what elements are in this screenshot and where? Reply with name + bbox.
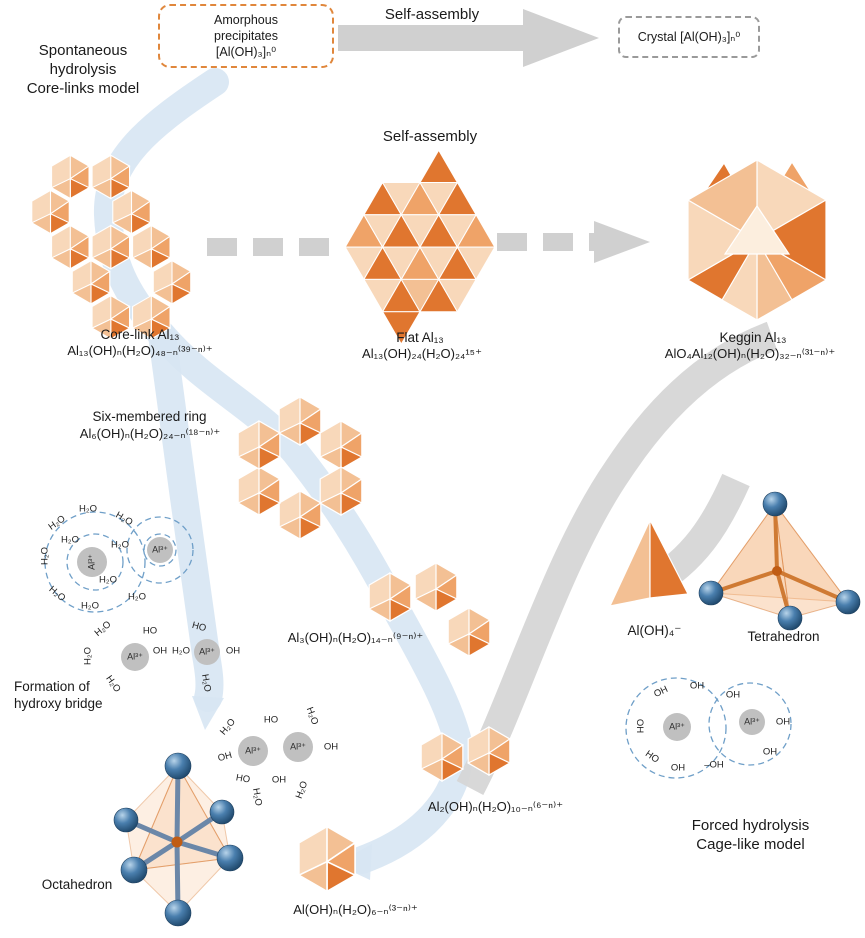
al-ion-label: Al³⁺ bbox=[744, 716, 760, 727]
keggin-al13-cluster bbox=[686, 158, 828, 322]
spontaneous-model-label: Spontaneous hydrolysis Core-links model bbox=[26, 42, 140, 97]
flat-al13-formula: Al₁₃(OH)₂₄(H₂O)₂₄¹⁵⁺ bbox=[362, 346, 482, 361]
h2o-label: H₂O bbox=[61, 534, 79, 546]
h2o-label: H₂O bbox=[99, 574, 117, 586]
h2o-label: H₂O bbox=[111, 539, 129, 551]
h2o-label: H₂O bbox=[128, 591, 146, 603]
al-ion-label: Al³⁺ bbox=[127, 651, 143, 662]
oh-label: OH bbox=[762, 746, 778, 758]
six-ring-formula: Al₆(OH)ₙ(H₂O)₂₄₋ₙ⁽¹⁸⁻ⁿ⁾⁺ bbox=[79, 426, 221, 441]
oh-label: OH bbox=[271, 774, 287, 786]
self-assembly-mid-label: Self-assembly bbox=[382, 128, 478, 145]
dashed-transform-arrow bbox=[207, 221, 650, 263]
oh-label: OH bbox=[689, 680, 705, 692]
al-ion-label: Al³⁺ bbox=[152, 544, 168, 555]
octahedron-label: Octahedron bbox=[41, 877, 113, 892]
h2o-label: H₂O bbox=[79, 503, 97, 515]
flat-al13-name: Flat Al₁₃ bbox=[396, 330, 444, 345]
al3-trimer-formula: Al₃(OH)ₙ(H₂O)₁₄₋ₙ⁽⁹⁻ⁿ⁾⁺ bbox=[287, 630, 424, 645]
self-assembly-arrow bbox=[338, 9, 599, 67]
core-link-al13-cluster bbox=[31, 154, 192, 340]
al-ion-label: Al³⁺ bbox=[669, 721, 685, 732]
ho-label: HO bbox=[263, 714, 279, 726]
tetrahedron-label: Tetrahedron bbox=[747, 629, 820, 644]
al-ion-label: Al³⁺ bbox=[86, 554, 97, 570]
al-ion-label: Al³⁺ bbox=[199, 646, 215, 657]
formation-bridge-label: Formation of hydroxy bridge bbox=[14, 679, 103, 711]
oh-label: OH bbox=[225, 645, 241, 657]
hydroxy-bridge-diagram-2 bbox=[238, 732, 313, 766]
oh-label: OH bbox=[725, 689, 741, 701]
aloh4-tetrahedron bbox=[608, 519, 689, 607]
al-ion-label: Al³⁺ bbox=[290, 741, 306, 752]
self-assembly-top-label: Self-assembly bbox=[384, 6, 480, 23]
oh-label: OH bbox=[775, 716, 791, 728]
al2-dimer-formula: Al₂(OH)ₙ(H₂O)₁₀₋ₙ⁽⁶⁻ⁿ⁾⁺ bbox=[427, 799, 564, 814]
al-monomer-formula: Al(OH)ₙ(H₂O)₆₋ₙ⁽³⁻ⁿ⁾⁺ bbox=[293, 902, 418, 917]
ho-label: HO bbox=[142, 625, 158, 637]
octahedron-3d bbox=[113, 752, 244, 927]
tetrahedron-3d bbox=[698, 491, 861, 631]
hydroxy-bridge-diagram-1 bbox=[121, 639, 220, 671]
amorphous-precipitates-box: Amorphous precipitates [Al(OH)₃]ₙ⁰ bbox=[158, 4, 334, 68]
oh-label: OH bbox=[323, 741, 339, 753]
al-ion-label: Al³⁺ bbox=[245, 745, 261, 756]
core-link-formula: Al₁₃(OH)ₙ(H₂O)₄₈₋ₙ⁽³⁹⁻ⁿ⁾⁺ bbox=[67, 343, 213, 358]
h2o-label: H₂O bbox=[81, 600, 99, 612]
six-ring-name: Six-membered ring bbox=[92, 409, 207, 424]
flat-al13-cluster bbox=[344, 149, 496, 346]
oh-label: OH bbox=[670, 762, 686, 774]
gray-flow-arrow bbox=[456, 321, 778, 795]
h2o-label: H₂O bbox=[39, 547, 51, 565]
keggin-al13-formula: AlO₄Al₁₂(OH)ₙ(H₂O)₃₂₋ₙ⁽³¹⁻ⁿ⁾⁺ bbox=[664, 346, 836, 361]
forced-model-label: Forced hydrolysis Cage-like model bbox=[691, 817, 810, 853]
ho-label: HO bbox=[235, 772, 251, 786]
oh-label: OH bbox=[152, 645, 168, 657]
crystal-box: Crystal [Al(OH)₃]ₙ⁰ bbox=[618, 16, 760, 58]
h2o-label: H₂O bbox=[82, 647, 94, 665]
hydration-shell-diagram bbox=[44, 511, 194, 613]
keggin-al13-name: Keggin Al₁₃ bbox=[719, 330, 787, 345]
aloh4-label: Al(OH)₄⁻ bbox=[627, 623, 682, 638]
ho-label: HO bbox=[635, 718, 647, 734]
minus-oh-label: –OH bbox=[704, 759, 724, 771]
core-link-name: Core-link Al₁₃ bbox=[100, 327, 180, 342]
h2o-label: H₂O bbox=[172, 645, 190, 657]
al-monomer-cluster bbox=[298, 825, 356, 893]
forced-hydrolysis-ion-diagram bbox=[625, 677, 792, 779]
